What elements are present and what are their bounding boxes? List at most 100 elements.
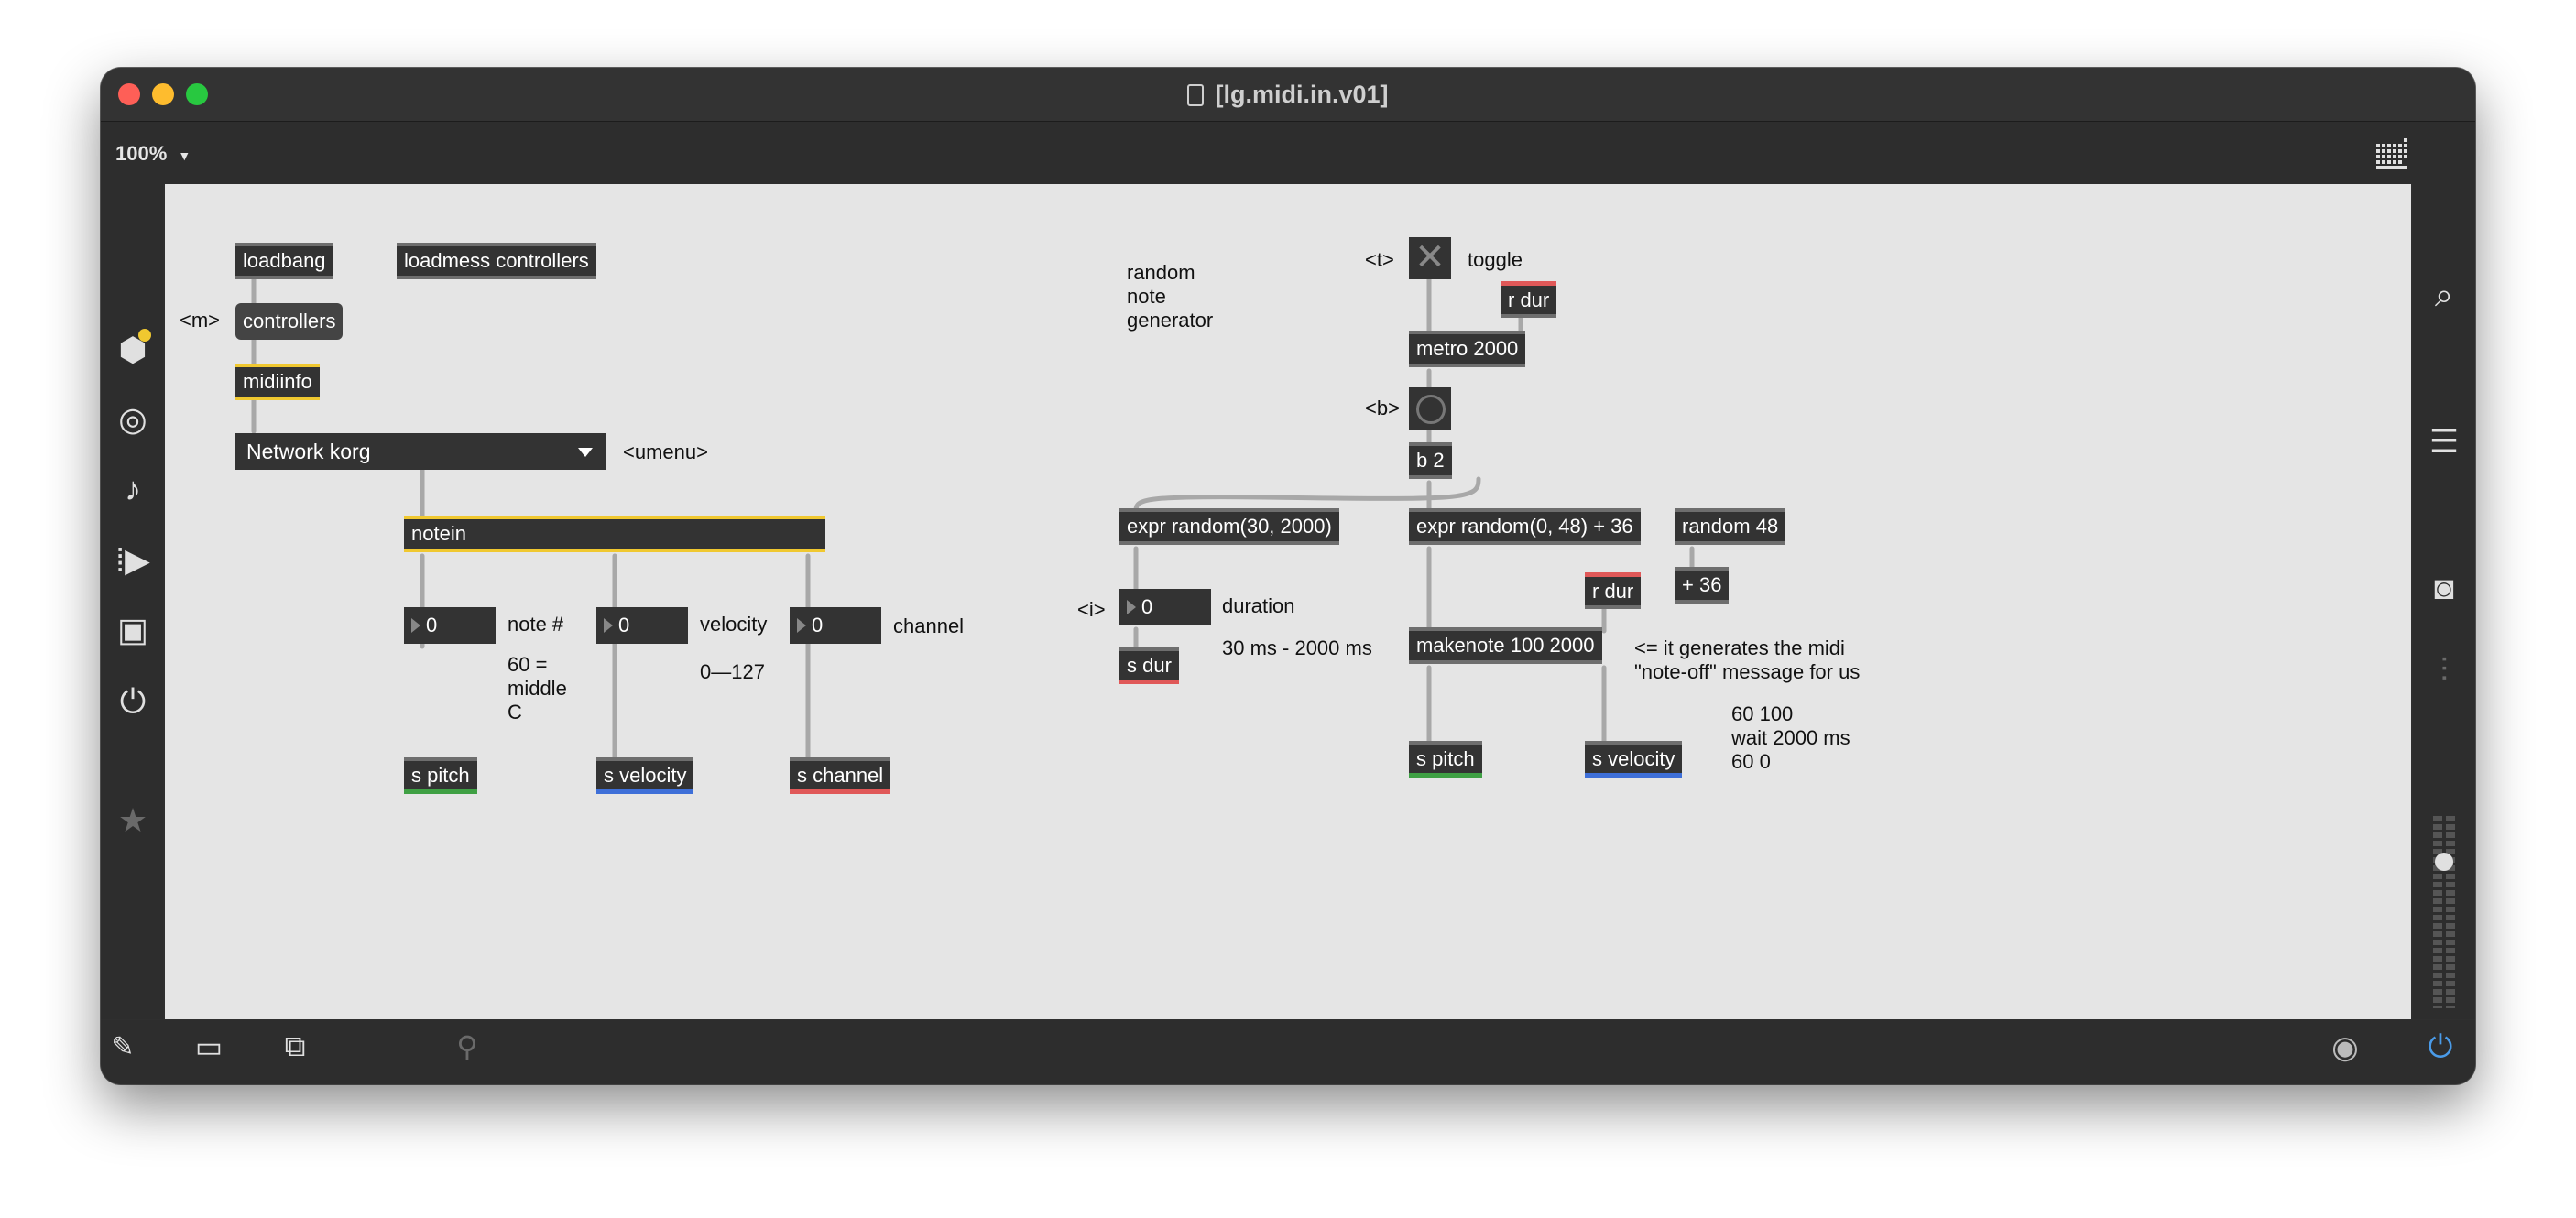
search-icon[interactable]: ⌕ (2434, 276, 2454, 313)
window-title: [lg.midi.in.v01] (101, 81, 2475, 109)
star-icon[interactable]: ★ (117, 801, 148, 839)
velocity-number-box[interactable]: 0 (596, 607, 688, 644)
loadbang-object[interactable]: loadbang (235, 243, 333, 279)
expr-pitch-text: expr random(0, 48) + 36 (1416, 515, 1633, 538)
maximize-window-button[interactable] (186, 83, 208, 105)
volume-knob[interactable] (2435, 853, 2453, 871)
s-pitch-text: s pitch (411, 764, 470, 787)
s-pitch-text-2: s pitch (1416, 747, 1475, 770)
loadbang-text: loadbang (243, 249, 326, 272)
s-pitch-object[interactable]: s pitch (404, 757, 477, 794)
makenote-comment: <= it generates the midi "note-off" mess… (1634, 636, 1861, 683)
label-note-desc: 60 = middle C (508, 653, 567, 723)
loadmess-text: loadmess controllers (404, 249, 589, 272)
r-dur-object-2[interactable]: r dur (1585, 572, 1642, 609)
s-pitch-object-2[interactable]: s pitch (1409, 741, 1482, 778)
chevron-down-icon: ▼ (178, 148, 191, 163)
r-dur-object-1[interactable]: r dur (1501, 281, 1557, 318)
loadmess-object[interactable]: loadmess controllers (397, 243, 596, 279)
metro-object[interactable]: metro 2000 (1409, 331, 1526, 367)
toggle[interactable]: ✕ (1409, 237, 1451, 279)
makenote-object[interactable]: makenote 100 2000 (1409, 627, 1602, 664)
grid-icon[interactable] (2374, 136, 2411, 173)
target-icon[interactable]: ◎ (118, 400, 147, 438)
zoom-menu[interactable]: 100% ▼ (115, 142, 191, 166)
toggle-label: toggle (1468, 248, 1523, 271)
note-number-box[interactable]: 0 (404, 607, 496, 644)
snapshot-icon[interactable]: ◙ (2434, 569, 2454, 606)
expr-pitch-object[interactable]: expr random(0, 48) + 36 (1409, 508, 1641, 545)
metro-text: metro 2000 (1416, 337, 1519, 360)
title-bar: [lg.midi.in.v01] (101, 68, 2475, 122)
s-dur-object[interactable]: s dur (1119, 647, 1179, 684)
clip-icon[interactable]: ⁞▶ (115, 541, 150, 579)
left-sidebar: ⬢ ◎ ♪ ⁞▶ ▣ ⏻ ★ (101, 184, 163, 1019)
label-note: note # (508, 613, 564, 636)
s-channel-text: s channel (797, 764, 884, 787)
velocity-number-value: 0 (618, 614, 630, 636)
right-sidebar: ⌕ ☰ ◙ ⫶ (2413, 184, 2475, 1019)
makenote-example: 60 100 wait 2000 ms 60 0 (1731, 702, 1850, 773)
chevron-down-icon (578, 448, 593, 457)
presentation-icon[interactable]: ▭ (194, 1030, 224, 1063)
notein-text: notein (411, 522, 466, 545)
window-title-text: [lg.midi.in.v01] (1215, 81, 1389, 108)
label-channel: channel (893, 614, 965, 637)
s-velocity-text-2: s velocity (1592, 747, 1675, 770)
list-icon[interactable]: ☰ (2429, 422, 2460, 460)
toolbar: 100% ▼ (101, 122, 2475, 184)
b2-text: b 2 (1416, 449, 1445, 472)
volume-meter[interactable] (2433, 816, 2455, 1008)
expr-duration-text: expr random(30, 2000) (1127, 515, 1332, 538)
label-b: <b> (1365, 397, 1400, 419)
plus36-text: + 36 (1682, 573, 1722, 596)
sliders-icon[interactable]: ⫶ (2440, 651, 2449, 689)
midi-port-menu[interactable]: Network korg (235, 433, 606, 470)
windows-icon[interactable]: ⧉ (284, 1029, 306, 1062)
label-velocity: velocity (700, 613, 768, 636)
expr-duration-object[interactable]: expr random(30, 2000) (1119, 508, 1339, 545)
r-dur-text-2: r dur (1592, 580, 1634, 603)
midi-port-value: Network korg (246, 440, 371, 463)
document-icon (1187, 84, 1205, 106)
s-dur-text: s dur (1127, 654, 1172, 677)
duration-range-label: 30 ms - 2000 ms (1222, 636, 1372, 659)
toggle-x-icon: ✕ (1414, 237, 1446, 277)
s-velocity-object-2[interactable]: s velocity (1585, 741, 1683, 778)
play-transport-icon[interactable]: ◉ (2331, 1030, 2359, 1065)
channel-number-box[interactable]: 0 (790, 607, 881, 644)
midiinfo-object[interactable]: midiinfo (235, 364, 320, 400)
zoom-level: 100% (115, 142, 168, 165)
bang-button[interactable] (1409, 387, 1451, 430)
bottom-toolbar: ✎ ▭ ⧉ ⚲ ◉ ⏻ (101, 1020, 2475, 1084)
s-velocity-text: s velocity (604, 764, 687, 787)
plugin-icon[interactable]: ⏻ (119, 682, 147, 720)
duration-number-value: 0 (1141, 595, 1153, 618)
duration-label: duration (1222, 594, 1295, 617)
random-note-generator-label: random note generator (1127, 261, 1214, 332)
random48-object[interactable]: random 48 (1675, 508, 1786, 545)
channel-number-value: 0 (812, 614, 824, 636)
s-channel-object[interactable]: s channel (790, 757, 891, 794)
duration-number-box[interactable]: 0 (1119, 589, 1211, 625)
close-window-button[interactable] (118, 83, 140, 105)
power-icon[interactable]: ⏻ (2428, 1029, 2453, 1064)
s-velocity-object[interactable]: s velocity (596, 757, 694, 794)
edit-pencil-icon[interactable]: ✎ (111, 1032, 135, 1062)
add-plugin-icon[interactable]: ⚲ (456, 1030, 478, 1063)
plus36-object[interactable]: + 36 (1675, 567, 1730, 604)
minimize-window-button[interactable] (152, 83, 174, 105)
image-icon[interactable]: ▣ (116, 611, 148, 648)
label-m: <m> (180, 309, 221, 332)
b2-object[interactable]: b 2 (1409, 442, 1452, 479)
r-dur-text-1: r dur (1508, 288, 1550, 311)
controllers-message[interactable]: controllers (235, 303, 344, 340)
objects-icon[interactable]: ⬢ (105, 329, 160, 369)
bang-circle-icon (1416, 395, 1446, 424)
makenote-text: makenote 100 2000 (1416, 634, 1595, 657)
music-note-icon[interactable]: ♪ (125, 470, 141, 507)
random48-text: random 48 (1682, 515, 1779, 538)
notein-object[interactable]: notein (404, 516, 825, 552)
patcher-canvas[interactable]: loadbang loadmess controllers <m> contro… (165, 184, 2411, 1019)
label-t: <t> (1365, 248, 1394, 271)
